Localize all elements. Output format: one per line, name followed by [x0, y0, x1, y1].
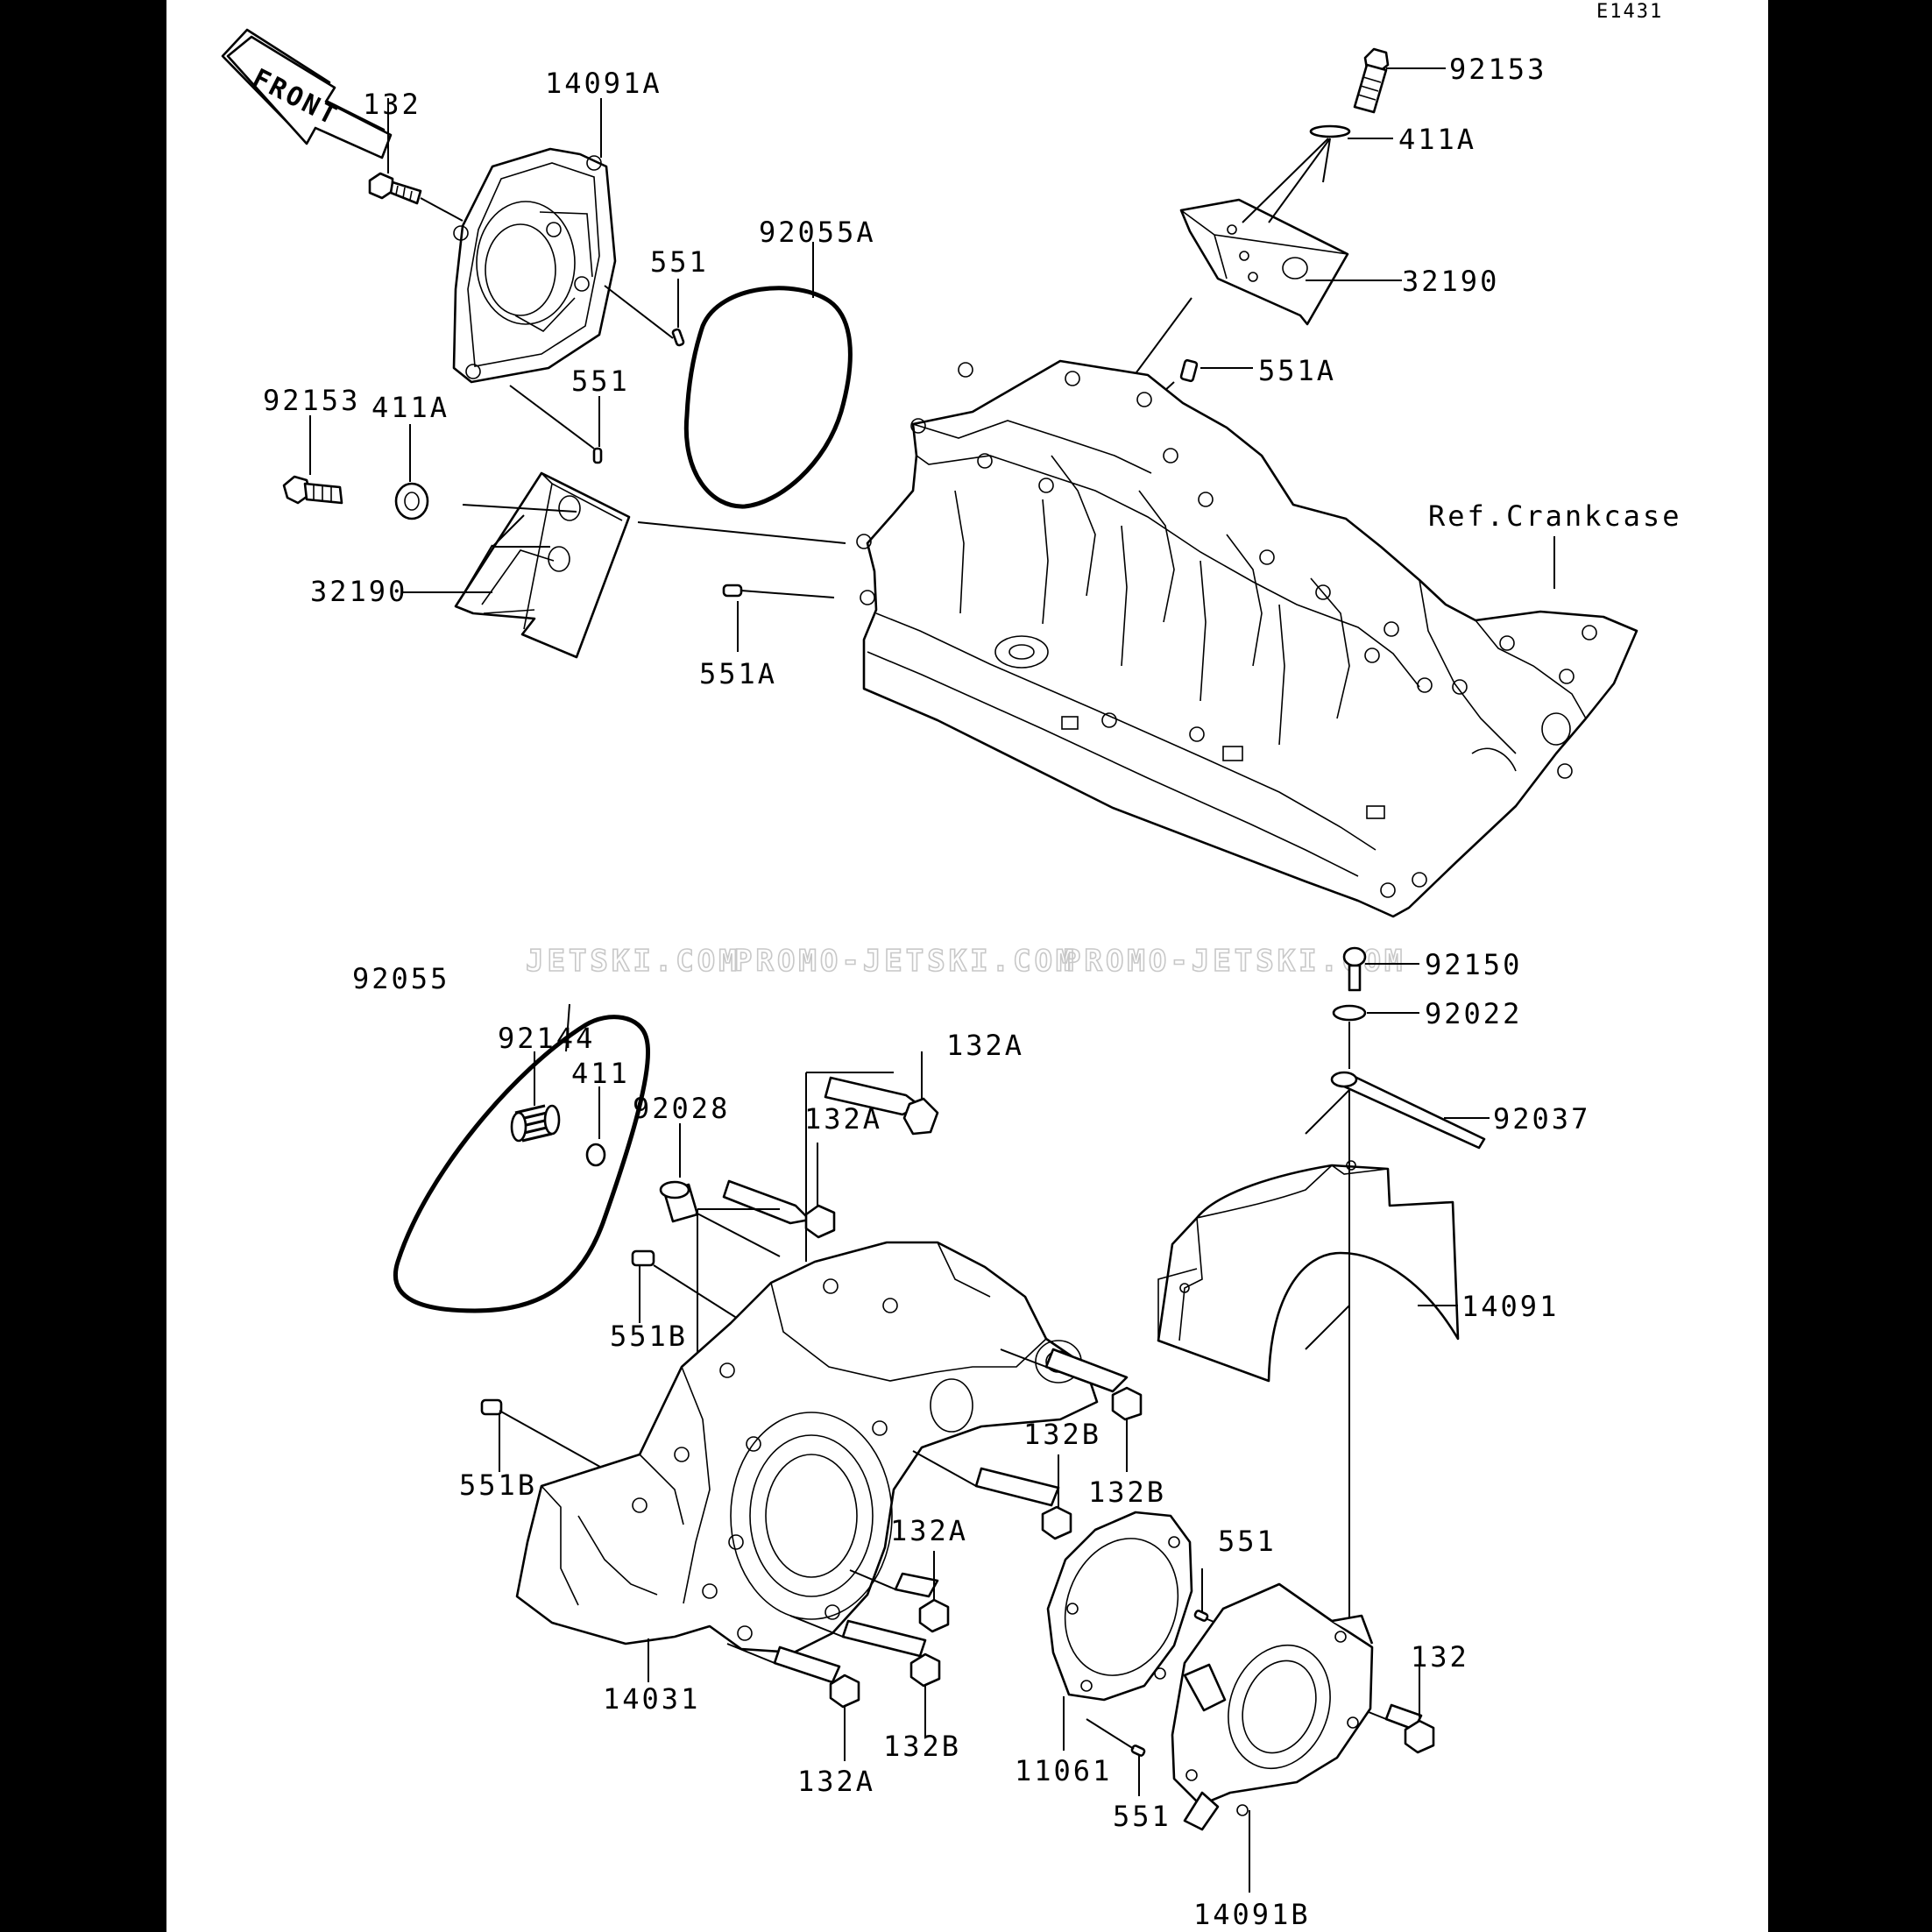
label-32190-top: 32190: [1402, 265, 1499, 298]
parts-diagram-sheet: E1431 FRONT JETSKI.COM PROMO-JETSKI.COM …: [166, 0, 1768, 1932]
dowel-551-c: [1193, 1610, 1209, 1622]
label-411: 411: [571, 1057, 630, 1090]
label-14091a: 14091A: [545, 67, 662, 100]
dowel-551b-2: [480, 1398, 503, 1416]
bolt-132a-2: [722, 1179, 836, 1239]
bracket-32190-top: [1179, 198, 1349, 326]
bolt-132-bottom: [1384, 1703, 1435, 1754]
label-92144: 92144: [498, 1022, 595, 1055]
label-132-bottom: 132: [1411, 1640, 1469, 1674]
bolt-132b-2: [974, 1467, 1072, 1540]
label-132b-2: 132B: [1023, 1418, 1101, 1451]
bolt-92150: [1342, 946, 1367, 992]
label-132-top: 132: [363, 88, 421, 121]
label-551a-top: 551A: [1258, 354, 1336, 387]
label-92037: 92037: [1493, 1102, 1590, 1136]
watermark-2: PROMO-JETSKI.COM: [734, 944, 1078, 979]
dowel-551a-left: [722, 584, 743, 598]
bolt-132-top: [368, 172, 422, 205]
gasket-92055: [393, 1015, 651, 1313]
label-92153-left: 92153: [263, 384, 360, 417]
label-14031: 14031: [603, 1682, 700, 1716]
strap-92037: [1330, 1071, 1486, 1150]
bolt-92153-left: [282, 475, 343, 505]
figure-id: E1431: [1596, 1, 1663, 23]
cover-14091a: [452, 147, 617, 384]
label-32190-left: 32190: [310, 575, 407, 608]
watermark-1: JETSKI.COM: [526, 944, 740, 979]
label-132a-2: 132A: [804, 1102, 882, 1136]
label-92153-top: 92153: [1449, 53, 1546, 86]
cover-14091b: [1171, 1582, 1374, 1831]
bolt-132b-1: [1044, 1348, 1143, 1421]
bushing-92028: [659, 1180, 699, 1223]
label-92028: 92028: [633, 1092, 730, 1125]
label-11061: 11061: [1015, 1754, 1112, 1787]
label-551-b: 551: [571, 364, 630, 398]
gasket-92055a: [683, 286, 853, 509]
label-132b-1: 132B: [1088, 1476, 1166, 1509]
dowel-551a-top: [1179, 358, 1199, 383]
label-551-c: 551: [1218, 1525, 1277, 1558]
label-92022: 92022: [1425, 997, 1522, 1030]
label-551a-left: 551A: [699, 657, 777, 690]
label-ref-crankcase: Ref.Crankcase: [1428, 499, 1681, 533]
label-132a-3: 132A: [890, 1514, 968, 1547]
washer-92022: [1332, 1004, 1367, 1022]
exploded-parts-diagram: E1431 FRONT JETSKI.COM PROMO-JETSKI.COM …: [221, 1, 1681, 1931]
label-14091: 14091: [1461, 1290, 1559, 1323]
bracket-32190-left: [454, 471, 631, 659]
gasket-11061: [1046, 1511, 1193, 1702]
label-411a-left: 411A: [372, 391, 449, 424]
label-551-d: 551: [1113, 1800, 1171, 1833]
bolt-132a-4: [773, 1645, 860, 1709]
label-551-a: 551: [650, 245, 709, 279]
bolt-132b-3: [841, 1619, 941, 1688]
dowel-551-a: [671, 328, 685, 347]
dowel-551-b: [592, 447, 603, 464]
washer-411a-left: [394, 482, 429, 520]
crankcase-reference: [856, 359, 1638, 918]
spring-92144: [510, 1104, 561, 1143]
label-14091b: 14091B: [1193, 1898, 1311, 1931]
bolt-132a-1: [824, 1076, 939, 1136]
cover-14031: [515, 1241, 1099, 1654]
label-132a-4: 132A: [797, 1765, 875, 1798]
washer-411a-top: [1309, 124, 1351, 138]
bolt-132a-3: [894, 1572, 950, 1633]
label-411a-top: 411A: [1398, 123, 1476, 156]
label-92055a: 92055A: [759, 216, 876, 249]
dowel-551b-1: [631, 1249, 655, 1267]
cover-14091: [1157, 1160, 1460, 1383]
label-551b-1: 551B: [610, 1320, 688, 1353]
label-92055: 92055: [352, 962, 449, 995]
ring-411: [585, 1143, 606, 1167]
label-132b-3: 132B: [883, 1730, 961, 1763]
label-92150: 92150: [1425, 948, 1522, 981]
label-551b-2: 551B: [459, 1468, 537, 1502]
label-132a-1: 132A: [946, 1029, 1024, 1062]
bolt-92153-top: [1353, 47, 1390, 114]
